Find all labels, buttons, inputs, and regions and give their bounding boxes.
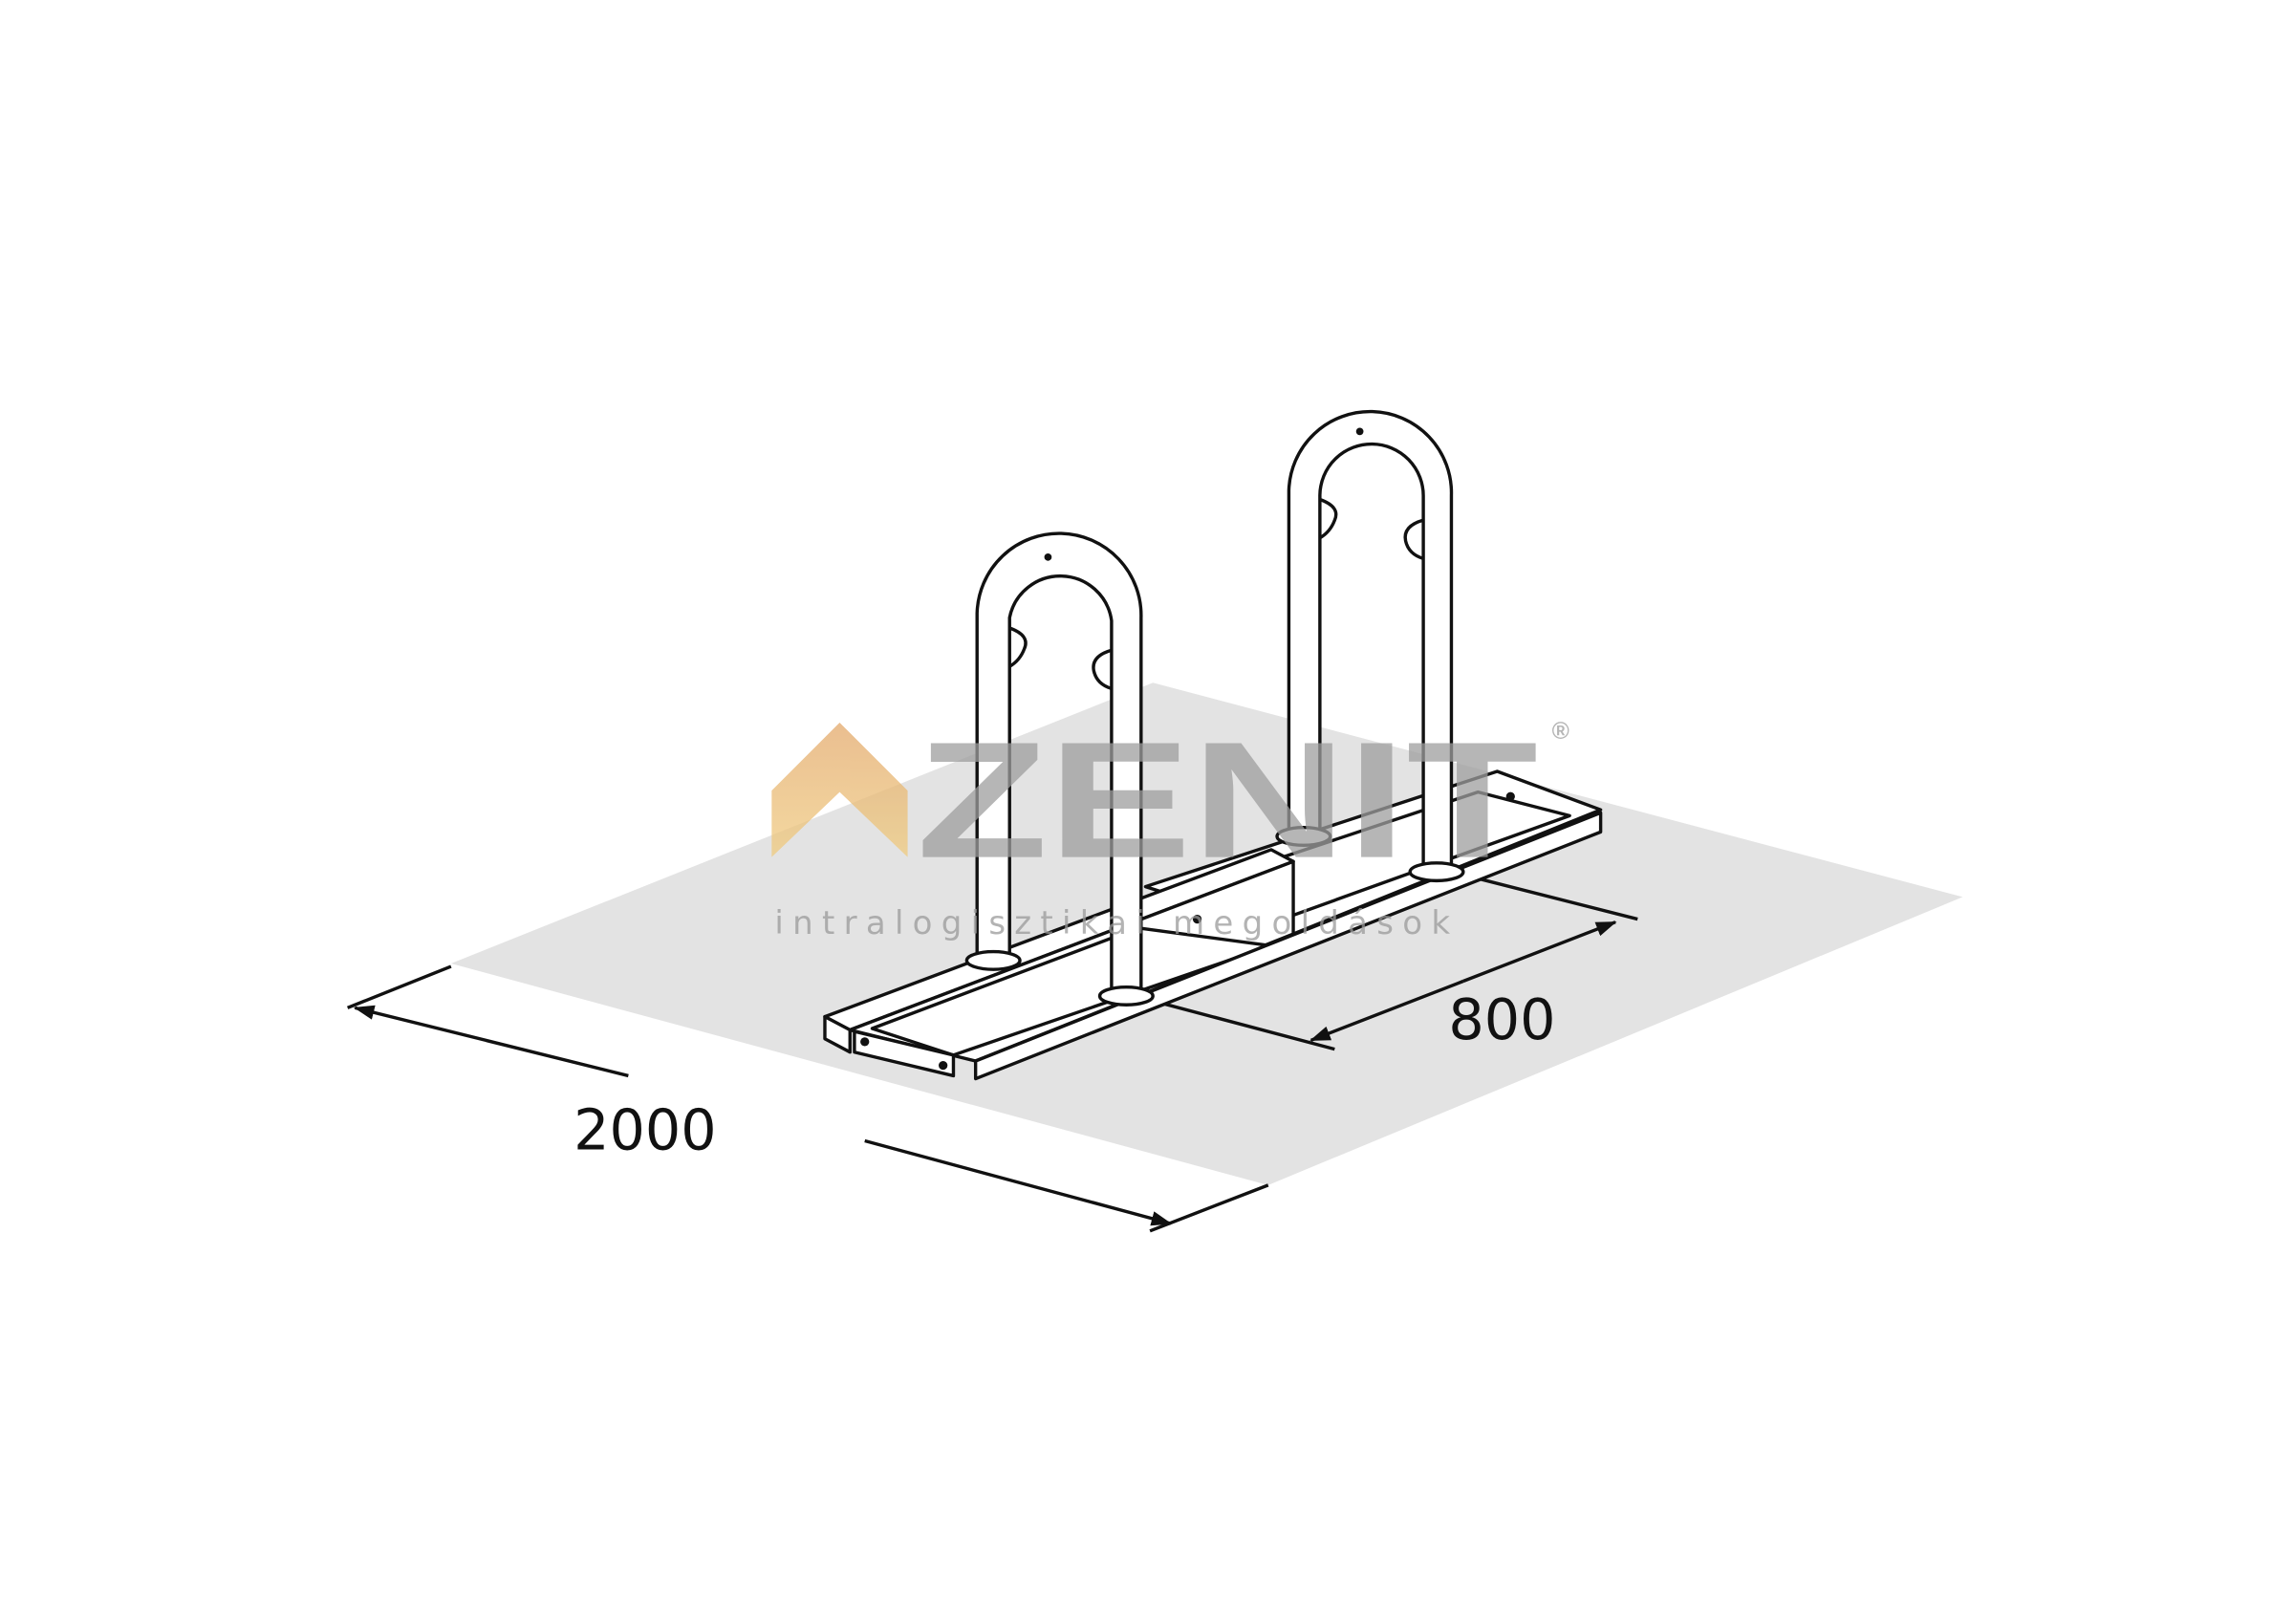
dimension-width: 800 [1145, 873, 1638, 1052]
dimension-width-label: 800 [1448, 986, 1555, 1052]
dimension-length: 2000 [347, 964, 1269, 1233]
chevron-icon [771, 722, 908, 857]
watermark-tagline: intralogisztikai megoldások [774, 904, 1459, 942]
zenit-watermark-logo: ZENIT ® intralogisztikai megoldások [771, 707, 1569, 942]
tall-hoop [1275, 409, 1465, 883]
dimension-length-label: 2000 [574, 1097, 716, 1163]
small-hoop [964, 531, 1155, 1007]
watermark-brand: ZENIT [917, 707, 1538, 893]
watermark-registered: ® [1552, 719, 1569, 745]
